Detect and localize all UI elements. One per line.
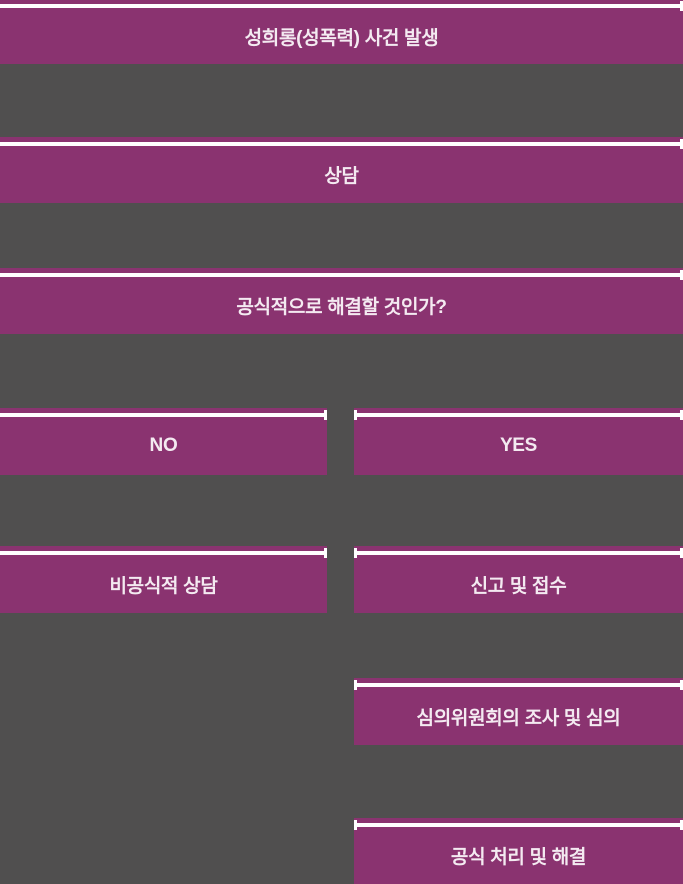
- node-informal-counseling: 비공식적 상담: [0, 546, 327, 613]
- bar-top-sliver: [0, 268, 683, 273]
- bar-white-rule: [0, 139, 683, 149]
- bar-top-sliver: [0, 408, 327, 413]
- bar-white-rule: [354, 410, 683, 420]
- node-counseling-label: 상담: [0, 146, 683, 203]
- bar-top-sliver: [0, 0, 683, 4]
- bar-white-rule: [0, 548, 327, 558]
- node-report-receipt-label: 신고 및 접수: [354, 555, 683, 613]
- bar-white-rule: [354, 820, 683, 830]
- node-incident-label: 성희롱(성폭력) 사건 발생: [0, 8, 683, 64]
- node-counseling: 상담: [0, 137, 683, 203]
- node-decision: 공식적으로 해결할 것인가?: [0, 268, 683, 334]
- node-informal-counseling-label: 비공식적 상담: [0, 555, 327, 613]
- node-decision-label: 공식적으로 해결할 것인가?: [0, 277, 683, 334]
- bar-top-sliver: [0, 137, 683, 142]
- bar-top-sliver: [0, 546, 327, 551]
- node-official-resolution: 공식 처리 및 해결: [354, 818, 683, 884]
- bar-white-rule: [354, 680, 683, 690]
- node-committee-review-label: 심의위원회의 조사 및 심의: [354, 687, 683, 745]
- bar-white-rule: [354, 548, 683, 558]
- bar-top-sliver: [354, 408, 683, 413]
- node-yes-label: YES: [354, 417, 683, 475]
- bar-top-sliver: [354, 818, 683, 823]
- node-official-resolution-label: 공식 처리 및 해결: [354, 827, 683, 884]
- node-no: NO: [0, 408, 327, 475]
- node-incident: 성희롱(성폭력) 사건 발생: [0, 0, 683, 64]
- bar-white-rule: [0, 410, 327, 420]
- bar-white-rule: [0, 270, 683, 280]
- node-no-label: NO: [0, 417, 327, 475]
- bar-white-rule: [0, 1, 683, 11]
- bar-top-sliver: [354, 678, 683, 683]
- node-committee-review: 심의위원회의 조사 및 심의: [354, 678, 683, 745]
- bar-top-sliver: [354, 546, 683, 551]
- node-yes: YES: [354, 408, 683, 475]
- node-report-receipt: 신고 및 접수: [354, 546, 683, 613]
